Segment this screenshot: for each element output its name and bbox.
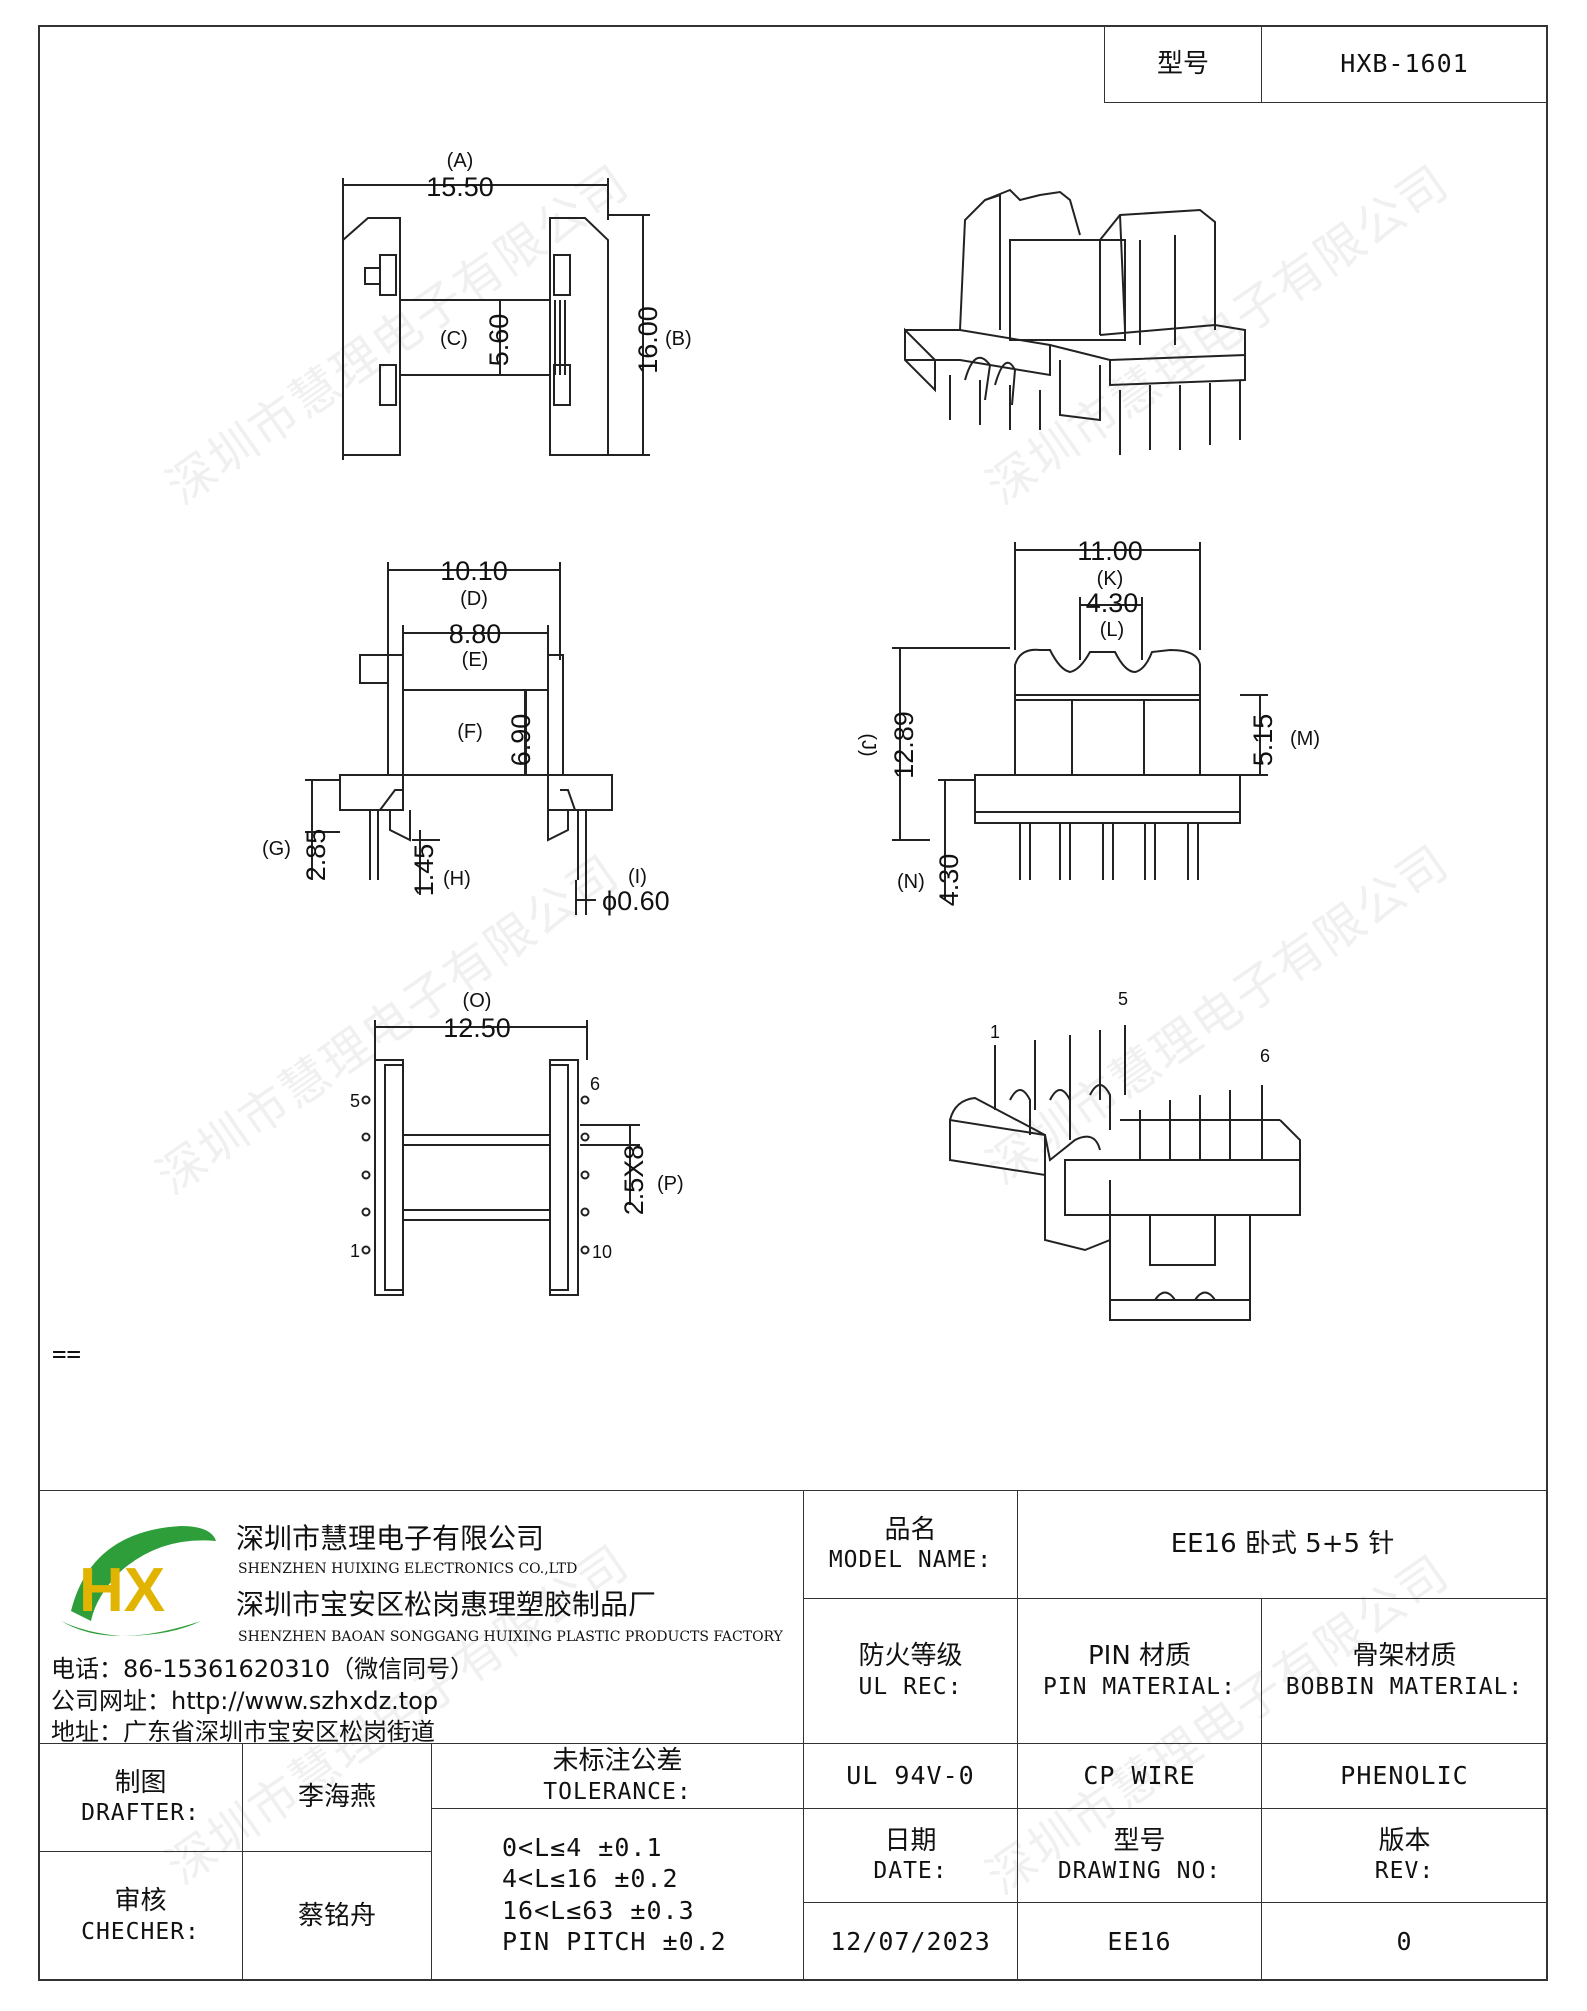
label-b: (B) bbox=[665, 328, 692, 350]
tolerance-label: 未标注公差 TOLERANCE: bbox=[431, 1743, 804, 1809]
label-i: (I) bbox=[628, 866, 647, 888]
dim-c: 5.60 bbox=[484, 314, 514, 367]
pin-material-label: PIN 材质 PIN MATERIAL: bbox=[1017, 1598, 1262, 1744]
header-model-value: HXB-1601 bbox=[1261, 25, 1548, 103]
company-name-cn: 深圳市慧理电子有限公司 bbox=[236, 1522, 545, 1555]
bobbin-material-value: PHENOLIC bbox=[1261, 1743, 1548, 1809]
bottom-view bbox=[361, 1020, 640, 1296]
tolerance-line-3: 16<L≤63 ±0.3 bbox=[502, 1895, 695, 1925]
factory-name-cn: 深圳市宝安区松岗惠理塑胶制品厂 bbox=[236, 1588, 657, 1621]
date-label: 日期 DATE: bbox=[803, 1808, 1018, 1903]
date-value: 12/07/2023 bbox=[803, 1902, 1018, 1981]
side-view bbox=[892, 542, 1268, 900]
label-m: (M) bbox=[1290, 728, 1320, 750]
drafter-label: 制图 DRAFTER: bbox=[38, 1743, 243, 1852]
tolerance-line-4: PIN PITCH ±0.2 bbox=[502, 1926, 727, 1956]
checker-label: 审核 CHECHER: bbox=[38, 1851, 243, 1981]
fire-rating-label: 防火等级 UL REC: bbox=[803, 1598, 1018, 1744]
iso-pin-label-5: 5 bbox=[1118, 989, 1128, 1009]
company-logo: HX bbox=[61, 1526, 216, 1636]
dim-a: 15.50 bbox=[426, 172, 494, 202]
pin-label-6: 6 bbox=[590, 1074, 600, 1094]
dim-d: 10.10 bbox=[440, 556, 508, 586]
label-n: (N) bbox=[897, 871, 925, 893]
label-k: (K) bbox=[1097, 568, 1124, 590]
tolerance-line-2: 4<L≤16 ±0.2 bbox=[502, 1864, 679, 1894]
technical-drawing: (A) 15.50 (B) 16.00 (C) 5.60 10.10 (D) 8… bbox=[262, 150, 1320, 1321]
company-panel: HX 深圳市慧理电子有限公司 SHENZHEN HUIXING ELECTRON… bbox=[38, 1490, 804, 1746]
note-mark: == bbox=[52, 1340, 81, 1368]
label-f: (F) bbox=[457, 721, 483, 743]
tolerance-values: 0<L≤4 ±0.1 4<L≤16 ±0.2 16<L≤63 ±0.3 PIN … bbox=[431, 1808, 804, 1981]
label-d: (D) bbox=[460, 588, 488, 610]
dim-l: 4.30 bbox=[1086, 588, 1139, 618]
iso-pin-label-1: 1 bbox=[990, 1022, 1000, 1042]
revision-label: 版本 REV: bbox=[1261, 1808, 1548, 1903]
top-view bbox=[342, 178, 650, 460]
company-website: 公司网址：http://www.szhxdz.top bbox=[51, 1687, 439, 1715]
dim-p: 2.5X8 bbox=[619, 1145, 649, 1216]
pin-label-1: 1 bbox=[350, 1241, 360, 1261]
label-p: (P) bbox=[657, 1173, 684, 1195]
label-a: (A) bbox=[447, 150, 474, 172]
dim-j: 12.89 bbox=[889, 711, 919, 779]
model-name-label: 品名 MODEL NAME: bbox=[803, 1490, 1018, 1599]
drawing-no-value: EE16 bbox=[1017, 1902, 1262, 1981]
logo-letters: HX bbox=[79, 1556, 165, 1625]
label-l: (L) bbox=[1100, 619, 1124, 641]
label-o: (O) bbox=[463, 990, 492, 1012]
label-h: (H) bbox=[443, 868, 471, 890]
factory-name-en: SHENZHEN BAOAN SONGGANG HUIXING PLASTIC … bbox=[238, 1629, 783, 1645]
dim-e: 8.80 bbox=[449, 619, 502, 649]
dim-k: 11.00 bbox=[1077, 536, 1143, 566]
dim-n: 4.30 bbox=[934, 854, 964, 907]
tolerance-line-1: 0<L≤4 ±0.1 bbox=[502, 1833, 663, 1862]
dim-g: 2.85 bbox=[301, 829, 331, 882]
label-e: (E) bbox=[462, 649, 489, 671]
dim-m: 5.15 bbox=[1248, 714, 1278, 767]
iso-view-bottom bbox=[949, 1025, 1301, 1321]
drawing-no-label: 型号 DRAWING NO: bbox=[1017, 1808, 1262, 1903]
model-name-value: EE16 卧式 5+5 针 bbox=[1017, 1490, 1548, 1599]
pin-label-5: 5 bbox=[350, 1091, 360, 1111]
header-model-label: 型号 bbox=[1104, 25, 1262, 103]
pin-label-10: 10 bbox=[592, 1242, 612, 1262]
label-c: (C) bbox=[440, 328, 468, 350]
dim-b: 16.00 bbox=[633, 306, 663, 374]
dim-o: 12.50 bbox=[443, 1013, 511, 1043]
bobbin-material-label: 骨架材质 BOBBIN MATERIAL: bbox=[1261, 1598, 1548, 1744]
dim-f: 6.90 bbox=[506, 714, 536, 767]
label-g: (G) bbox=[262, 838, 291, 860]
checker-name: 蔡铭舟 bbox=[242, 1851, 432, 1981]
fire-rating-value: UL 94V-0 bbox=[803, 1743, 1018, 1809]
dim-h: 1.45 bbox=[409, 844, 439, 897]
iso-pin-label-6: 6 bbox=[1260, 1046, 1270, 1066]
company-phone: 电话：86-15361620310（微信同号） bbox=[51, 1655, 475, 1683]
pin-material-value: CP WIRE bbox=[1017, 1743, 1262, 1809]
dim-i: ϕ0.60 bbox=[602, 886, 670, 916]
revision-value: 0 bbox=[1261, 1902, 1548, 1981]
company-address: 地址：广东省深圳市宝安区松岗街道 bbox=[51, 1718, 435, 1746]
front-view bbox=[305, 562, 613, 915]
company-name-en: SHENZHEN HUIXING ELECTRONICS CO.,LTD bbox=[238, 1561, 578, 1577]
label-j: (J) bbox=[857, 733, 879, 756]
iso-view-top bbox=[904, 188, 1246, 455]
drafter-name: 李海燕 bbox=[242, 1743, 432, 1852]
